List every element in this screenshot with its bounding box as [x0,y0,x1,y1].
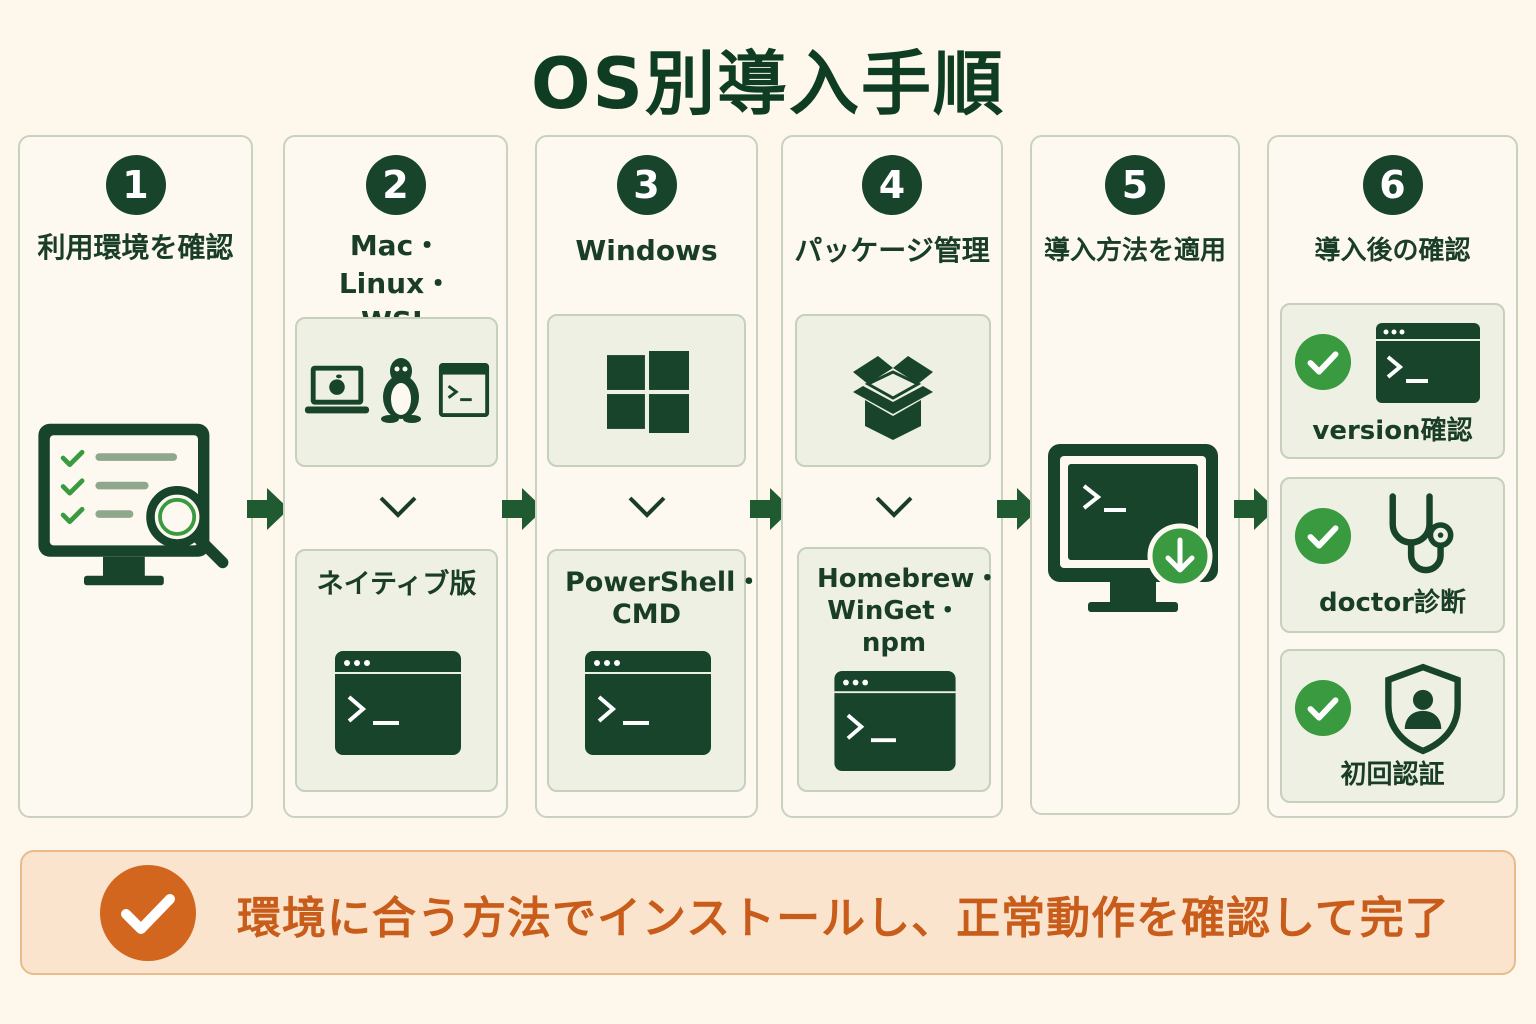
step-1-card: 1 利用環境を確認 [18,135,253,818]
native-version-label: ネイティブ版 [316,569,477,600]
step-1-title: 利用環境を確認 [37,231,234,264]
step-4-number: 4 [862,155,922,215]
apple-laptop-icon [304,365,370,414]
doctor-check-box: doctor診断 [1280,477,1505,633]
stethoscope-icon [1389,493,1454,574]
flow-arrow-icon [750,488,792,530]
step-5-title: 導入方法を適用 [1043,236,1226,266]
monitor-checklist-search-icon [38,423,229,586]
step-2-number: 2 [365,155,426,215]
step-6-card: 6 導入後の確認 version確認 doctor診断 [1267,135,1518,818]
powershell-label: PowerShell・CMD [565,567,763,630]
chevron-down-icon [875,496,913,518]
completion-message: 環境に合う方法でインストールし、正常動作を確認して完了 [237,893,1450,944]
monitor-install-download-icon [1048,444,1218,612]
doctor-check-label: doctor診断 [1319,588,1466,618]
step-2-card: 2 Mac・Linux・WSL ネイティブ版 [283,135,508,818]
step-3-number: 3 [616,155,677,215]
step-4-card: 4 パッケージ管理 Homebrew・WinGet・npm [781,135,1003,818]
linux-penguin-icon [381,358,421,423]
flow-arrow-icon [247,488,289,530]
chevron-down-icon [628,496,666,518]
flow-arrow-icon [502,488,544,530]
step-5-number: 5 [1105,155,1165,215]
first-auth-box: 初回認証 [1280,649,1505,803]
page-title: OS別導入手順 [531,43,1005,125]
check-circle-icon [1294,333,1352,391]
step-3-title: Windows [575,234,718,267]
step-4-title: パッケージ管理 [794,234,990,267]
completion-banner: 環境に合う方法でインストールし、正常動作を確認して完了 [20,850,1516,975]
flow-arrow-icon [1234,488,1276,530]
step-6-title: 導入後の確認 [1314,236,1471,266]
check-circle-icon [1294,507,1352,565]
windows-logo-icon [607,351,689,433]
terminal-window-icon [834,671,956,771]
check-circle-icon [1294,679,1352,737]
package-managers-label: Homebrew・WinGet・npm [817,564,1001,658]
check-circle-icon [100,865,196,961]
first-auth-label: 初回認証 [1340,760,1445,790]
version-check-box: version確認 [1280,303,1505,459]
os-icons-box [295,317,498,467]
version-check-label: version確認 [1312,416,1473,446]
user-shield-icon [1385,663,1461,755]
native-version-box: ネイティブ版 [295,549,498,792]
powershell-box: PowerShell・CMD [547,549,763,792]
package-managers-box: Homebrew・WinGet・npm [797,547,1001,792]
terminal-window-icon [438,363,490,417]
terminal-window-icon [335,651,461,755]
step-1-number: 1 [105,155,166,215]
step-3-card: 3 Windows PowerShell・CMD [535,135,763,818]
terminal-window-icon [1376,323,1480,403]
package-icon-box [795,314,991,467]
open-package-icon [853,356,933,440]
step-6-number: 6 [1362,155,1423,215]
step-5-card: 5 導入方法を適用 [1030,135,1240,815]
terminal-window-icon [585,651,711,755]
chevron-down-icon [379,496,417,518]
flow-arrow-icon [997,488,1039,530]
windows-icon-box [547,314,746,467]
